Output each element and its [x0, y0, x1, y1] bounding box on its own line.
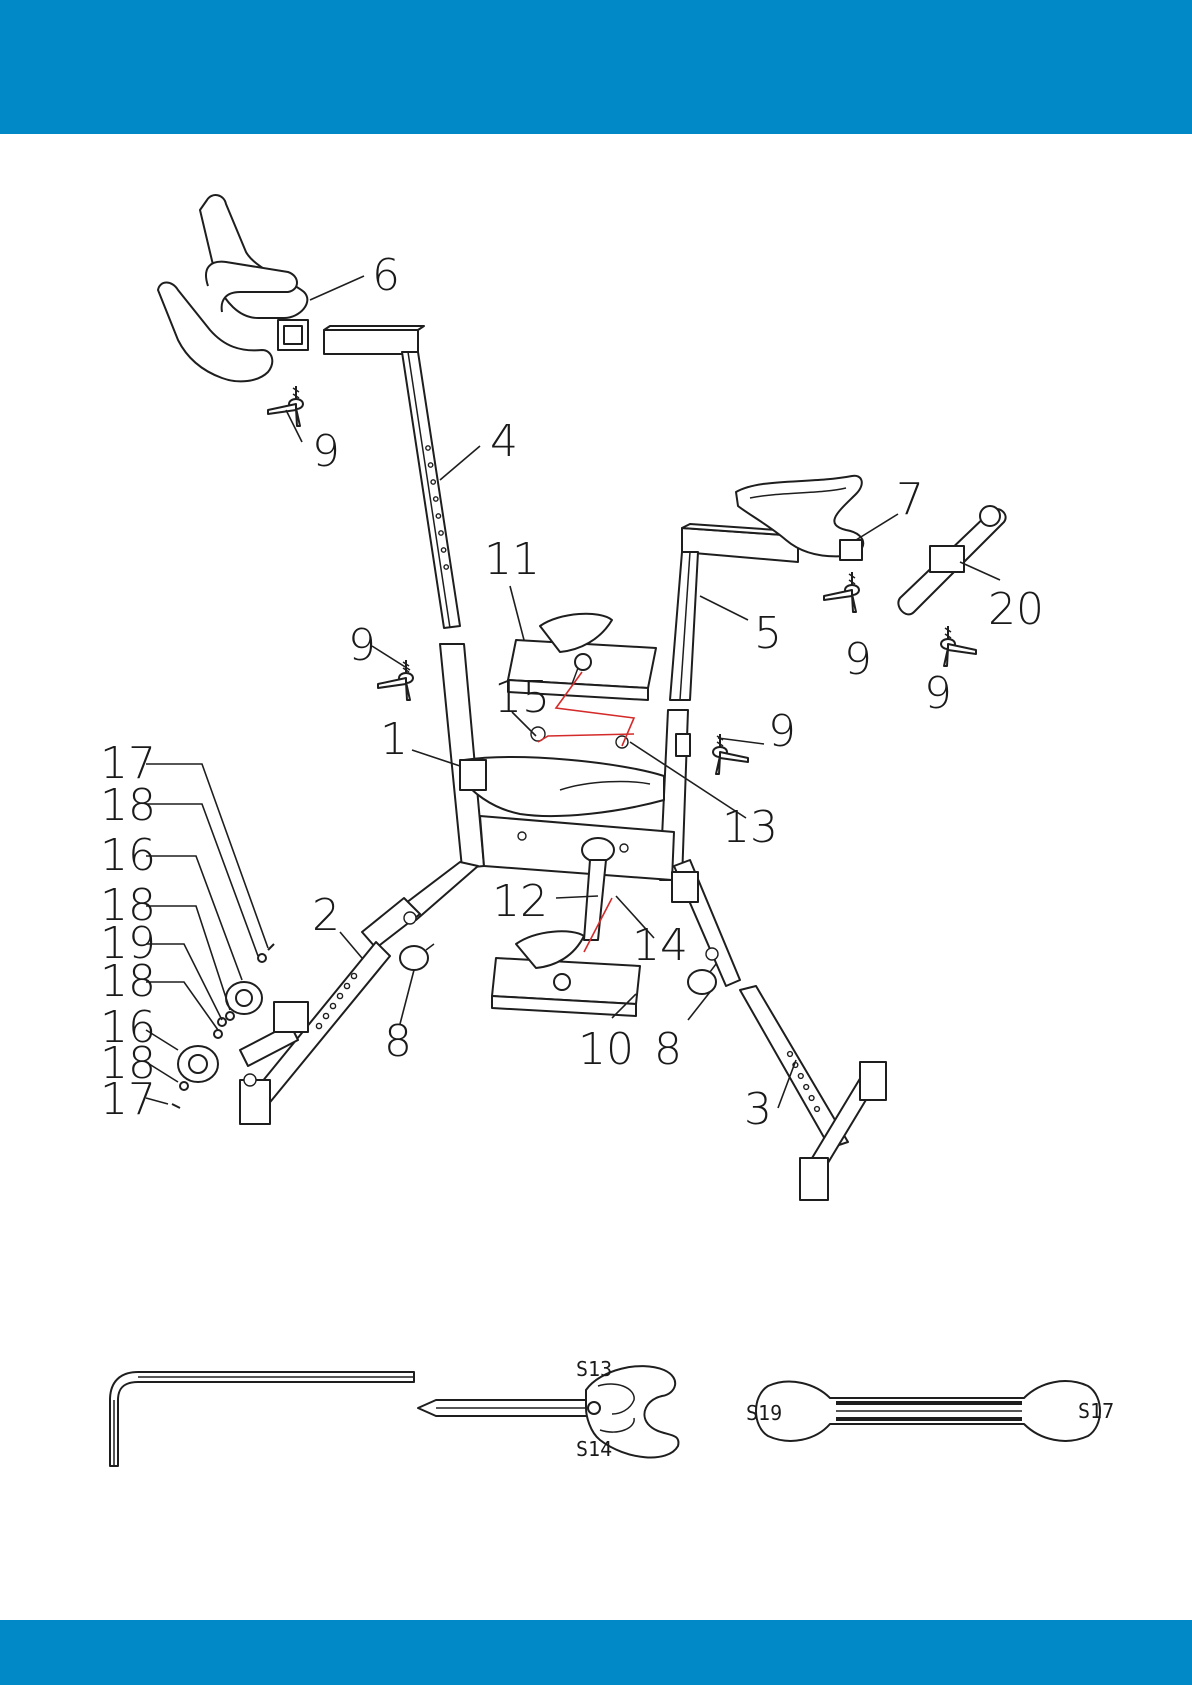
seat-post	[670, 524, 806, 700]
label-part-9-seat: 9	[844, 634, 872, 685]
label-part-9-clamp: 9	[924, 668, 952, 719]
label-part-11: 11	[484, 534, 540, 585]
adjustment-hole	[316, 1023, 321, 1028]
label-part-16-top: 16	[100, 830, 156, 881]
label-part-8-left: 8	[384, 1016, 412, 1067]
pedal-spanner: S13 S14	[418, 1357, 678, 1461]
adjustment-hole	[436, 514, 440, 518]
adjustment-hole	[431, 480, 435, 484]
label-s14: S14	[576, 1437, 612, 1461]
label-part-17-bottom: 17	[100, 1074, 156, 1125]
handlebar	[158, 195, 308, 381]
adjustment-knob-right	[688, 964, 716, 994]
adjustment-hole	[815, 1107, 820, 1112]
adjustment-hole	[434, 497, 438, 501]
adjustment-hole	[337, 993, 342, 998]
label-part-1: 1	[380, 714, 408, 765]
adjustment-knob-left	[400, 944, 434, 970]
clamp-lever	[378, 660, 413, 700]
adjustment-hole	[330, 1003, 335, 1008]
front-post	[324, 326, 460, 628]
adjustment-hole	[426, 446, 430, 450]
adjustment-hole	[788, 1052, 793, 1057]
front-leg	[240, 862, 478, 1124]
label-part-10: 10	[578, 1024, 634, 1075]
label-part-13: 13	[722, 802, 778, 853]
clamp-lever	[268, 386, 303, 426]
label-part-3: 3	[744, 1084, 772, 1135]
label-part-2: 2	[312, 890, 340, 941]
allen-key	[110, 1372, 414, 1466]
label-part-9-rear: 9	[768, 706, 796, 757]
label-s17: S17	[1078, 1399, 1114, 1423]
label-part-7: 7	[896, 474, 924, 525]
label-part-9-handlebar: 9	[312, 426, 340, 477]
adjustment-hole	[351, 973, 356, 978]
label-part-14: 14	[632, 920, 688, 971]
clamp-lever	[824, 572, 859, 612]
label-part-18-3: 18	[100, 956, 156, 1007]
adjustment-hole	[439, 531, 443, 535]
adjustment-hole	[323, 1013, 328, 1018]
adjustment-hole	[344, 983, 349, 988]
adjustment-hole	[441, 548, 445, 552]
label-part-20: 20	[988, 584, 1044, 635]
label-part-4: 4	[490, 416, 518, 467]
label-part-5: 5	[754, 608, 782, 659]
label-part-9-frame: 9	[348, 620, 376, 671]
double-open-wrench: S19 S17	[746, 1381, 1114, 1441]
label-part-15: 15	[494, 672, 550, 723]
wheel-upper	[226, 982, 262, 1014]
label-s13: S13	[576, 1357, 612, 1381]
wheel-lower	[178, 1046, 218, 1082]
rear-leg	[672, 860, 886, 1200]
pedal-bottom	[492, 931, 640, 1016]
adjustment-hole	[798, 1074, 803, 1079]
label-part-6: 6	[372, 250, 400, 301]
adjustment-hole	[444, 565, 448, 569]
adjustment-hole	[809, 1096, 814, 1101]
clamp-lever	[941, 626, 976, 666]
adjustment-hole	[428, 463, 432, 467]
label-part-18-1: 18	[100, 780, 156, 831]
label-s19: S19	[746, 1401, 782, 1425]
label-part-8-right: 8	[654, 1024, 682, 1075]
adjustment-hole	[804, 1085, 809, 1090]
label-part-12: 12	[492, 876, 548, 927]
